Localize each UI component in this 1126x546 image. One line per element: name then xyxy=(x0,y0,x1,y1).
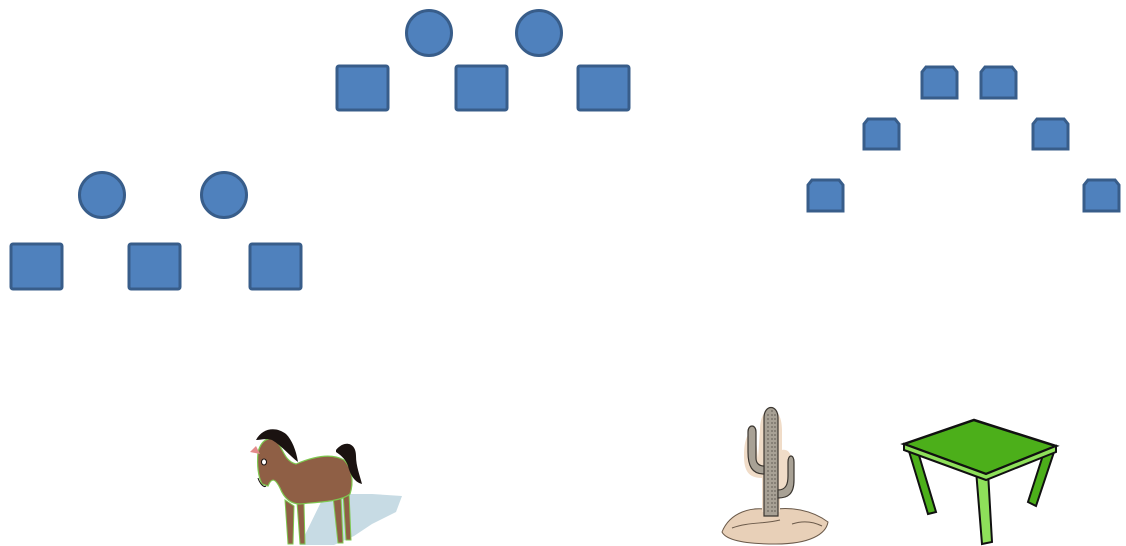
tab-shape[interactable] xyxy=(1031,117,1070,151)
square-shape[interactable] xyxy=(127,242,182,291)
square-shape[interactable] xyxy=(9,242,64,291)
right-arch-group xyxy=(806,65,1121,213)
circle-shape[interactable] xyxy=(200,171,248,219)
tab-shape[interactable] xyxy=(862,117,901,151)
square-shape[interactable] xyxy=(576,64,631,112)
tab-shape[interactable] xyxy=(920,65,959,100)
cactus-icon xyxy=(721,406,829,545)
square-shape[interactable] xyxy=(335,64,390,112)
square-shape[interactable] xyxy=(454,64,509,112)
table-icon xyxy=(900,418,1060,546)
tab-shape[interactable] xyxy=(979,65,1018,100)
left-group xyxy=(9,171,303,291)
tab-shape[interactable] xyxy=(1082,178,1121,213)
circle-shape[interactable] xyxy=(405,9,453,57)
circle-shape[interactable] xyxy=(515,9,563,57)
horse-icon xyxy=(250,429,402,545)
tab-shape[interactable] xyxy=(806,178,845,213)
top-center-group xyxy=(335,9,631,112)
square-shape[interactable] xyxy=(248,242,303,291)
circle-shape[interactable] xyxy=(78,171,126,219)
